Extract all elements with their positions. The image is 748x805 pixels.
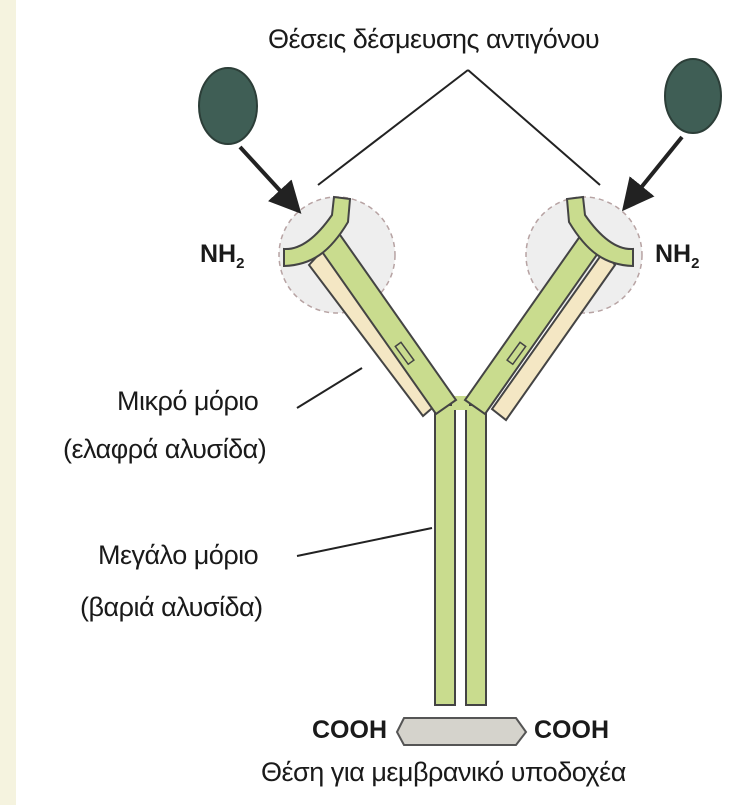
receptor-site-label: Θέση για μεμβρανικό υποδοχέα	[261, 757, 626, 788]
heavy-chain-leader	[297, 528, 432, 556]
antigen-left	[199, 68, 257, 144]
antigen-right	[665, 59, 721, 133]
nh2-base-left: NH	[200, 240, 236, 268]
nh2-sub-left: 2	[236, 255, 244, 272]
antigen-arrow-left	[240, 147, 296, 208]
nh2-label-left: NH2	[200, 240, 244, 272]
cooh-label-right: COOH	[534, 716, 609, 745]
nh2-sub-right: 2	[691, 255, 699, 272]
heavy-chain-label-line1: Μεγάλο μόριο	[98, 540, 258, 571]
heavy-chain-stem-left	[435, 405, 455, 705]
heavy-chain-stem-right	[466, 405, 486, 705]
membrane-receptor-site	[397, 718, 526, 745]
light-chain-label-line2: (ελαφρά αλυσίδα)	[63, 434, 266, 465]
binding-site-pointer-left	[318, 70, 468, 185]
cooh-label-left: COOH	[312, 716, 387, 745]
light-chain-label-line1: Μικρό μόριο	[117, 386, 258, 417]
binding-sites-label: Θέσεις δέσμευσης αντιγόνου	[268, 24, 599, 55]
nh2-label-right: NH2	[655, 240, 699, 272]
light-chain-leader	[297, 368, 362, 408]
binding-site-pointer-right	[468, 70, 600, 185]
nh2-base-right: NH	[655, 240, 691, 268]
heavy-chain-label-line2: (βαριά αλυσίδα)	[80, 592, 263, 623]
antigen-arrow-right	[627, 137, 682, 205]
